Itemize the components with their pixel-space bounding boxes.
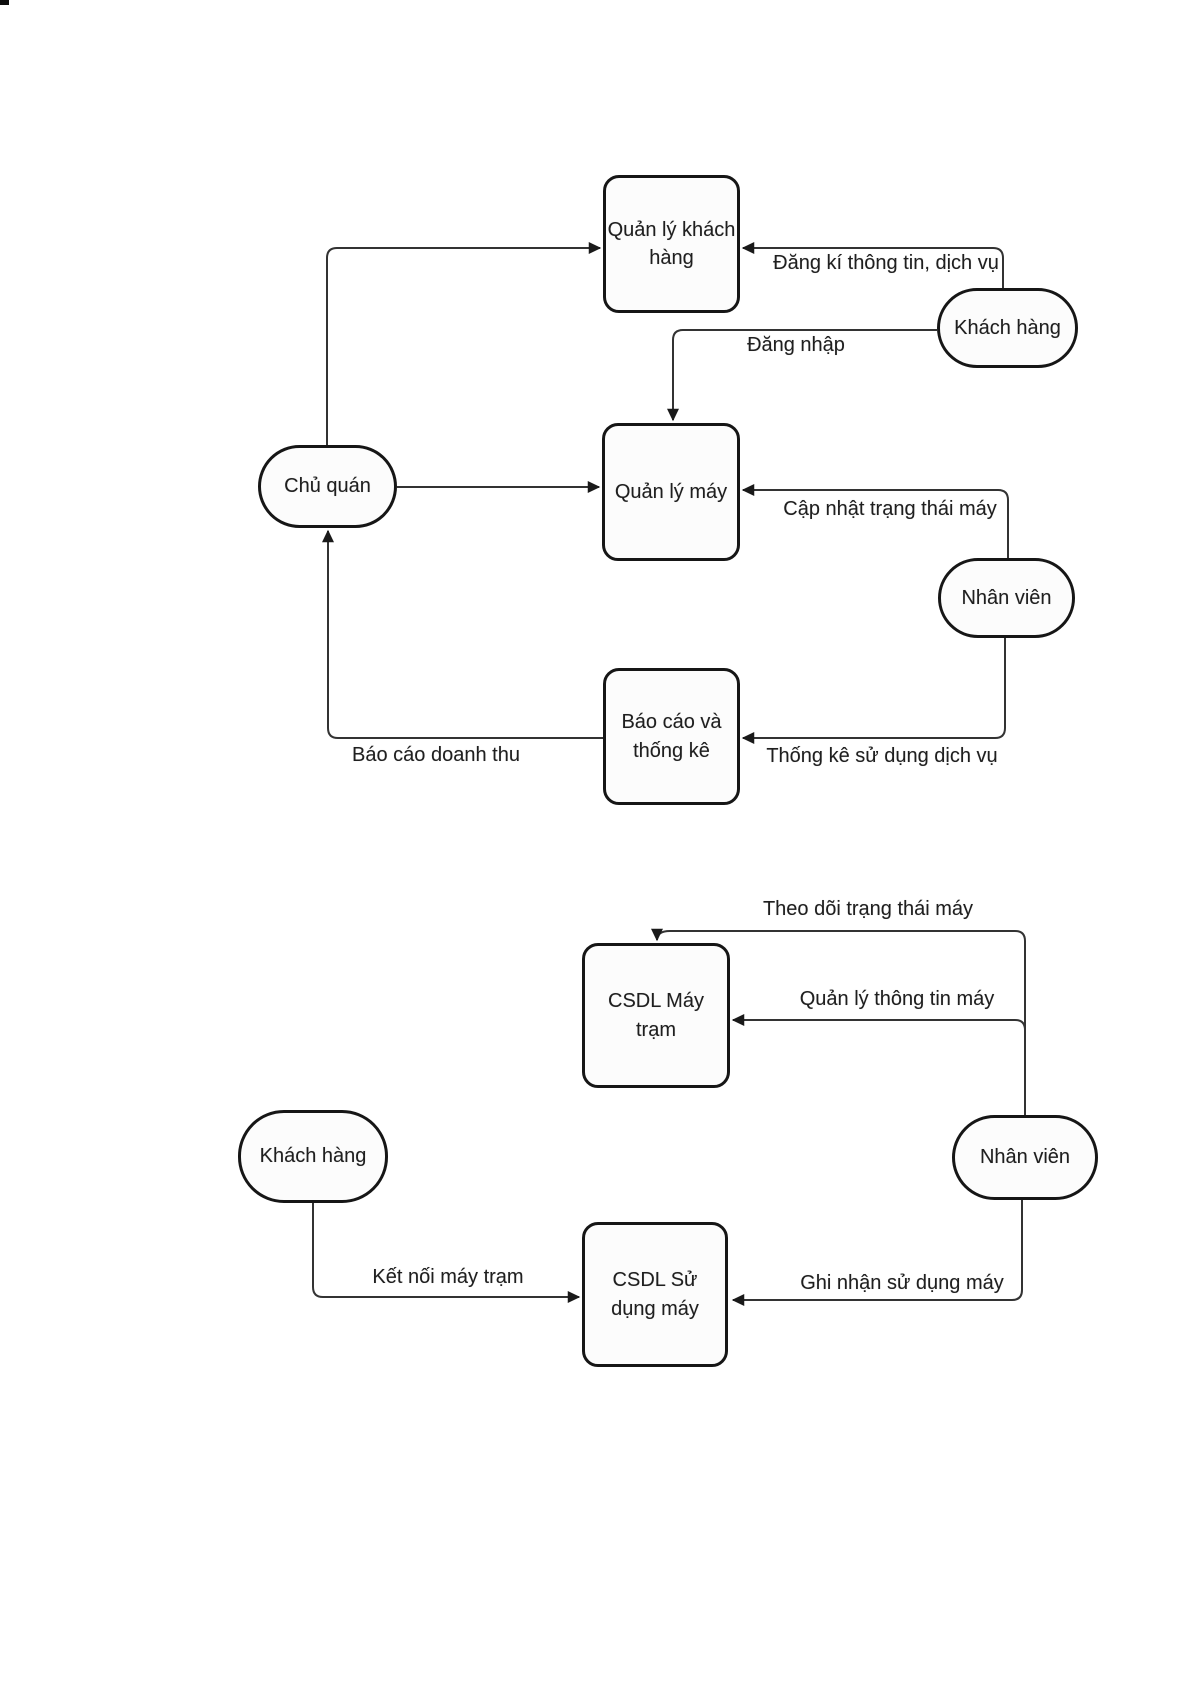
edge-label-ghi-nhan-su-dung-may: Ghi nhận sử dụng máy: [800, 1272, 1004, 1294]
actor-label: Nhân viên: [961, 586, 1052, 609]
edge-chu-quan-to-quan-ly-khach-hang: [326, 242, 602, 445]
store-label: CSDL Sử dụng máy: [611, 1269, 699, 1320]
actor-khach-hang-bottom: Khách hàng: [238, 1110, 388, 1203]
edge-khach-hang-to-quan-ly-khach-hang: [741, 242, 1004, 288]
edge-label-ket-noi-may-tram: Kết nối máy trạm: [372, 1266, 524, 1288]
store-csdl-su-dung-may: CSDL Sử dụng máy: [582, 1222, 728, 1367]
process-quan-ly-may: Quản lý máy: [602, 423, 740, 561]
process-bao-cao-va-thong-ke: Báo cáo và thống kê: [603, 668, 740, 805]
actor-chu-quan: Chủ quán: [258, 445, 397, 528]
page-artifact-speck: [0, 0, 9, 5]
actor-label: Chủ quán: [284, 475, 371, 498]
edge-nhan-vien-to-bao-cao: [741, 638, 1006, 744]
edge-nhan-vien-to-csdl-su-dung-may: [731, 1200, 1023, 1306]
process-label: Quản lý khách hàng: [607, 218, 736, 269]
actor-nhan-vien-top: Nhân viên: [938, 558, 1075, 638]
edge-label-dang-ki-thong-tin: Đăng kí thông tin, dịch vụ: [773, 252, 999, 274]
edge-nhan-vien-to-csdl-may-tram-right: [731, 1014, 1026, 1031]
actor-nhan-vien-bottom: Nhân viên: [952, 1115, 1098, 1200]
process-label: Quản lý máy: [614, 480, 728, 503]
edge-khach-hang-to-quan-ly-may: [667, 329, 937, 422]
edge-label-dang-nhap: Đăng nhập: [747, 334, 845, 356]
edge-label-cap-nhat-trang-thai-may: Cập nhật trạng thái máy: [783, 498, 997, 520]
actor-label: Khách hàng: [954, 316, 1061, 339]
edge-label-thong-ke-su-dung-dich-vu: Thống kê sử dụng dịch vụ: [766, 745, 998, 767]
edge-khach-hang-to-csdl-su-dung-may: [312, 1203, 581, 1303]
edge-label-quan-ly-thong-tin-may: Quản lý thông tin máy: [799, 988, 995, 1010]
edge-bao-cao-to-chu-quan: [322, 529, 603, 739]
actor-khach-hang-top: Khách hàng: [937, 288, 1078, 368]
store-label: CSDL Máy trạm: [608, 990, 704, 1041]
process-quan-ly-khach-hang: Quản lý khách hàng: [603, 175, 740, 313]
process-label: Báo cáo và thống kê: [621, 711, 722, 762]
edge-nhan-vien-to-quan-ly-may: [741, 484, 1009, 558]
edge-label-theo-doi-trang-thai-may: Theo dõi trạng thái máy: [762, 898, 974, 920]
actor-label: Nhân viên: [979, 1146, 1071, 1169]
store-csdl-may-tram: CSDL Máy trạm: [582, 943, 730, 1088]
actor-label: Khách hàng: [259, 1145, 367, 1168]
edge-label-bao-cao-doanh-thu: Báo cáo doanh thu: [352, 744, 520, 766]
edge-nhan-vien-to-csdl-may-tram-top: [651, 928, 1026, 1115]
